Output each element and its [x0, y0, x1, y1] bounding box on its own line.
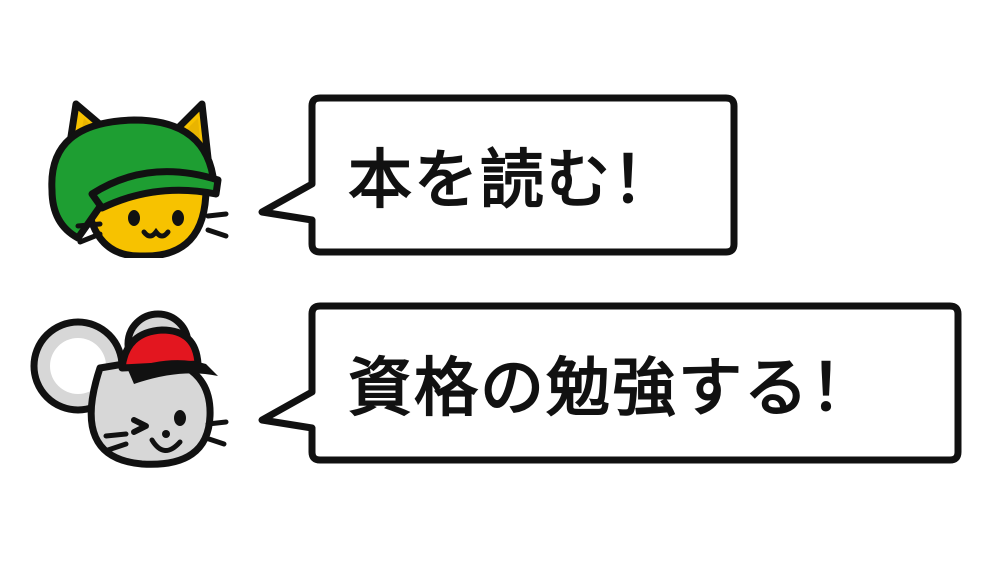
mouse-icon: [30, 308, 236, 472]
speech-text-cat: 本を読む！: [348, 144, 678, 218]
speech-row-mouse: 資格の勉強する！: [0, 296, 1000, 468]
speech-text-mouse: 資格の勉強する！: [348, 352, 876, 426]
speech-row-cat: 本を読む！: [0, 88, 1000, 260]
speech-bubble-cat: 本を読む！: [252, 92, 740, 258]
cat-icon: [38, 98, 238, 260]
speech-bubble-mouse: 資格の勉強する！: [252, 300, 964, 466]
